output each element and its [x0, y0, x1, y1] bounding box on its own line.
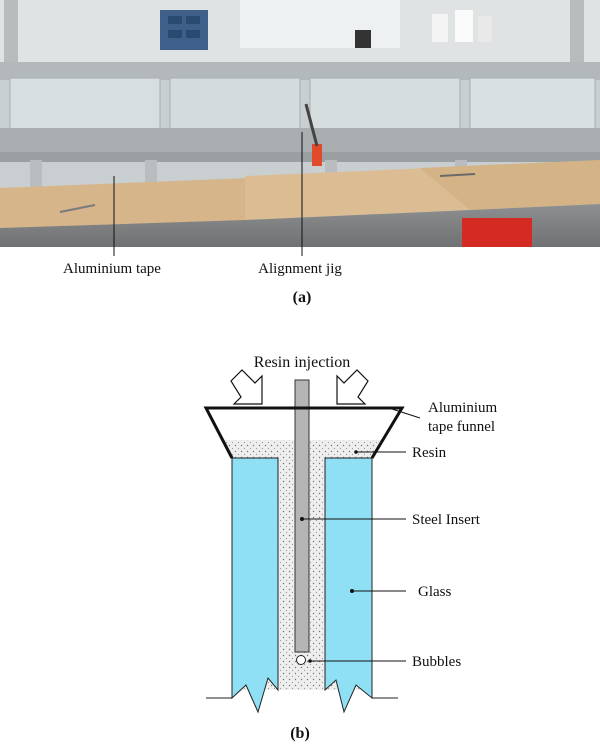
glass-panel: [309, 77, 461, 131]
steel-insert: [294, 379, 310, 653]
bubble: [296, 655, 306, 665]
glass-panel: [169, 77, 301, 131]
rig-upper-rail: [0, 62, 600, 80]
tool-on-board: [439, 173, 476, 177]
red-container: [462, 218, 532, 247]
tape-funnel: [203, 406, 405, 459]
tool-on-board: [59, 204, 96, 213]
shelf-box: [168, 16, 182, 24]
aluminium-tape-label: Aluminium tape: [63, 261, 161, 277]
bottle: [478, 16, 492, 42]
resin-label: Resin: [412, 445, 447, 461]
left-injection-arrow-icon: [230, 369, 263, 405]
bubbles-label: Bubbles: [412, 654, 461, 670]
glass-panel: [469, 77, 596, 131]
caption-b: (b): [290, 725, 310, 742]
funnel-label-line1: Aluminium: [428, 400, 498, 416]
funnel-label-line2: tape funnel: [428, 419, 495, 435]
alignment-jig-label: Alignment jig: [258, 261, 342, 277]
cardboard-sheet: [420, 160, 600, 210]
lab-photo: [0, 0, 600, 247]
shelving-unit: [160, 10, 208, 50]
glass-panel: [9, 77, 161, 131]
clamp-rod: [304, 103, 319, 147]
rig-support: [145, 160, 157, 188]
clamp-red: [312, 144, 322, 166]
caption-a: (a): [293, 289, 312, 306]
glass-left: [231, 457, 279, 714]
bottle: [432, 14, 448, 42]
funnel-leader: [391, 408, 421, 419]
rig-support: [30, 160, 42, 190]
steel-insert-label: Steel Insert: [412, 512, 481, 528]
cardboard-sheet: [0, 178, 250, 228]
shelf-box: [186, 30, 200, 38]
shelf-box: [168, 30, 182, 38]
right-injection-arrow-icon: [336, 369, 369, 405]
frame-post: [4, 0, 18, 80]
glass-label: Glass: [418, 584, 451, 600]
injection-schematic: [203, 369, 405, 714]
shelf-box: [186, 16, 200, 24]
workbench-floor: [0, 204, 600, 247]
cardboard-sheet: [245, 168, 470, 220]
rig-main-beam: [0, 128, 600, 152]
device-box: [355, 30, 371, 48]
glass-right: [324, 457, 373, 714]
bottle: [455, 10, 473, 42]
rig-lower-beam: [0, 152, 600, 162]
window-panel: [240, 0, 400, 48]
resin-injection-label: Resin injection: [254, 354, 350, 371]
